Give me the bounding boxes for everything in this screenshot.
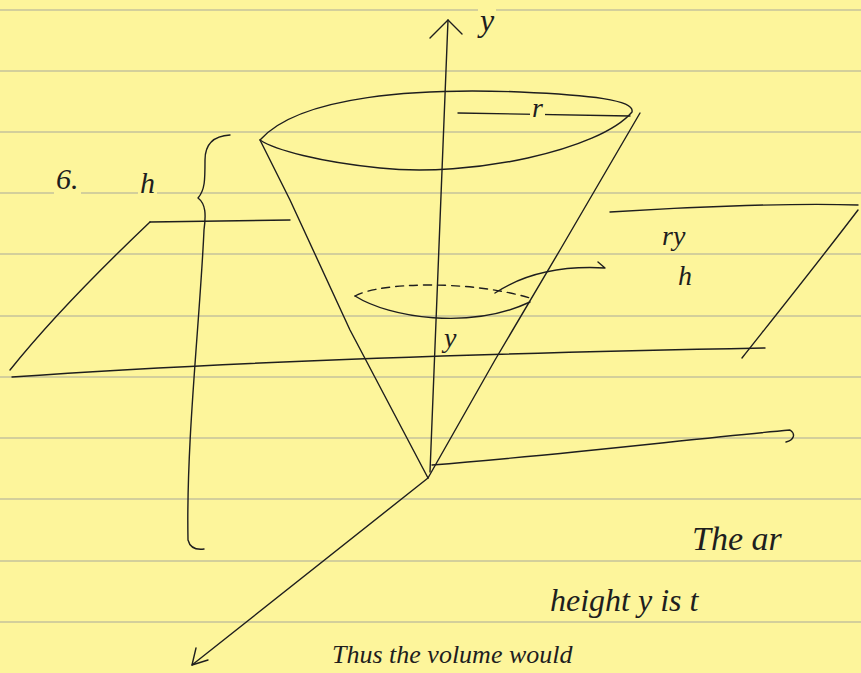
note-text: The ar xyxy=(690,522,784,556)
y-axis xyxy=(430,20,448,472)
section-front xyxy=(355,296,530,318)
note-text: Thus the volume would xyxy=(330,642,575,668)
fraction-numerator: ry xyxy=(660,222,687,250)
plane-left-edge xyxy=(10,222,150,370)
cone-left-side xyxy=(260,140,428,478)
plane-right-edge xyxy=(742,210,858,358)
axis-label: y xyxy=(478,4,496,36)
z-axis-arrowhead xyxy=(192,648,208,665)
top-ellipse xyxy=(260,91,632,170)
ruled-lines xyxy=(0,10,861,622)
problem-number: 6. xyxy=(54,164,81,194)
height-brace xyxy=(188,135,230,549)
note-text: height y is t xyxy=(548,584,700,616)
height-label: h xyxy=(138,168,157,198)
y-axis-arrowhead xyxy=(430,20,462,38)
radius-label: r xyxy=(530,94,545,122)
leader-arrow xyxy=(495,262,605,293)
fraction-denominator: h xyxy=(676,262,694,290)
z-axis xyxy=(192,478,428,665)
cone-right-side xyxy=(428,113,640,478)
x-axis xyxy=(432,430,793,465)
plane-right-top xyxy=(610,204,858,212)
plane-left-top xyxy=(150,220,290,222)
plane-bottom xyxy=(12,348,765,377)
section-height-label: y xyxy=(442,324,458,352)
pen-strokes xyxy=(10,20,858,665)
